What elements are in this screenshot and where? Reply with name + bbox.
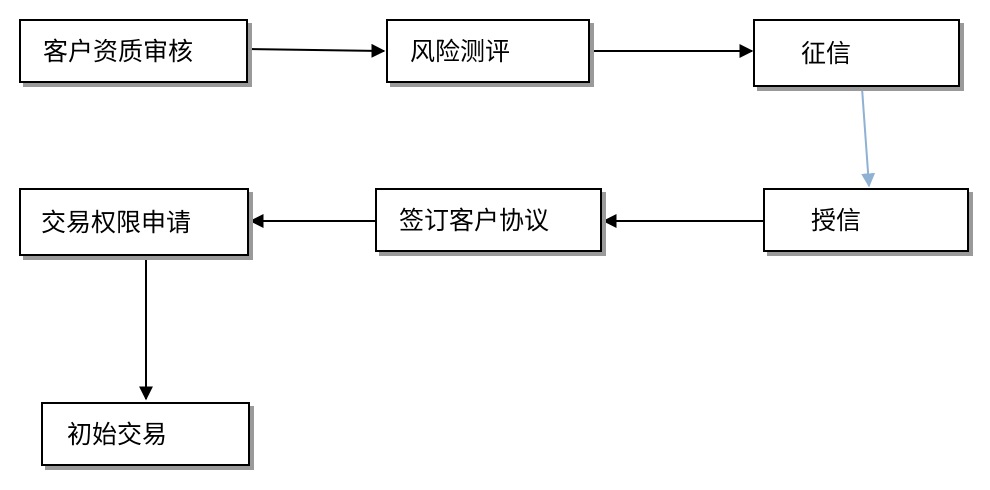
node-label: 交易权限申请	[41, 207, 192, 237]
node-label: 风险测评	[410, 36, 511, 66]
node-label: 签订客户协议	[399, 205, 550, 235]
arrow-credit-investigation-to-credit-granting	[861, 87, 876, 188]
node-label: 初始交易	[67, 419, 168, 449]
node-sign-customer-agreement: 签订客户协议	[375, 188, 602, 252]
node-label: 授信	[811, 205, 862, 235]
node-customer-qualification-review: 客户资质审核	[19, 19, 248, 83]
node-label: 客户资质审核	[43, 36, 194, 66]
arrow-customer-qualification-to-risk-assessment	[247, 43, 386, 58]
node-credit-investigation: 征信	[753, 19, 960, 87]
node-trading-permission-application: 交易权限申请	[19, 188, 249, 256]
node-label: 征信	[801, 38, 852, 68]
node-credit-granting: 授信	[763, 188, 969, 252]
node-initial-trade: 初始交易	[41, 402, 250, 466]
node-risk-assessment: 风险测评	[386, 19, 590, 83]
